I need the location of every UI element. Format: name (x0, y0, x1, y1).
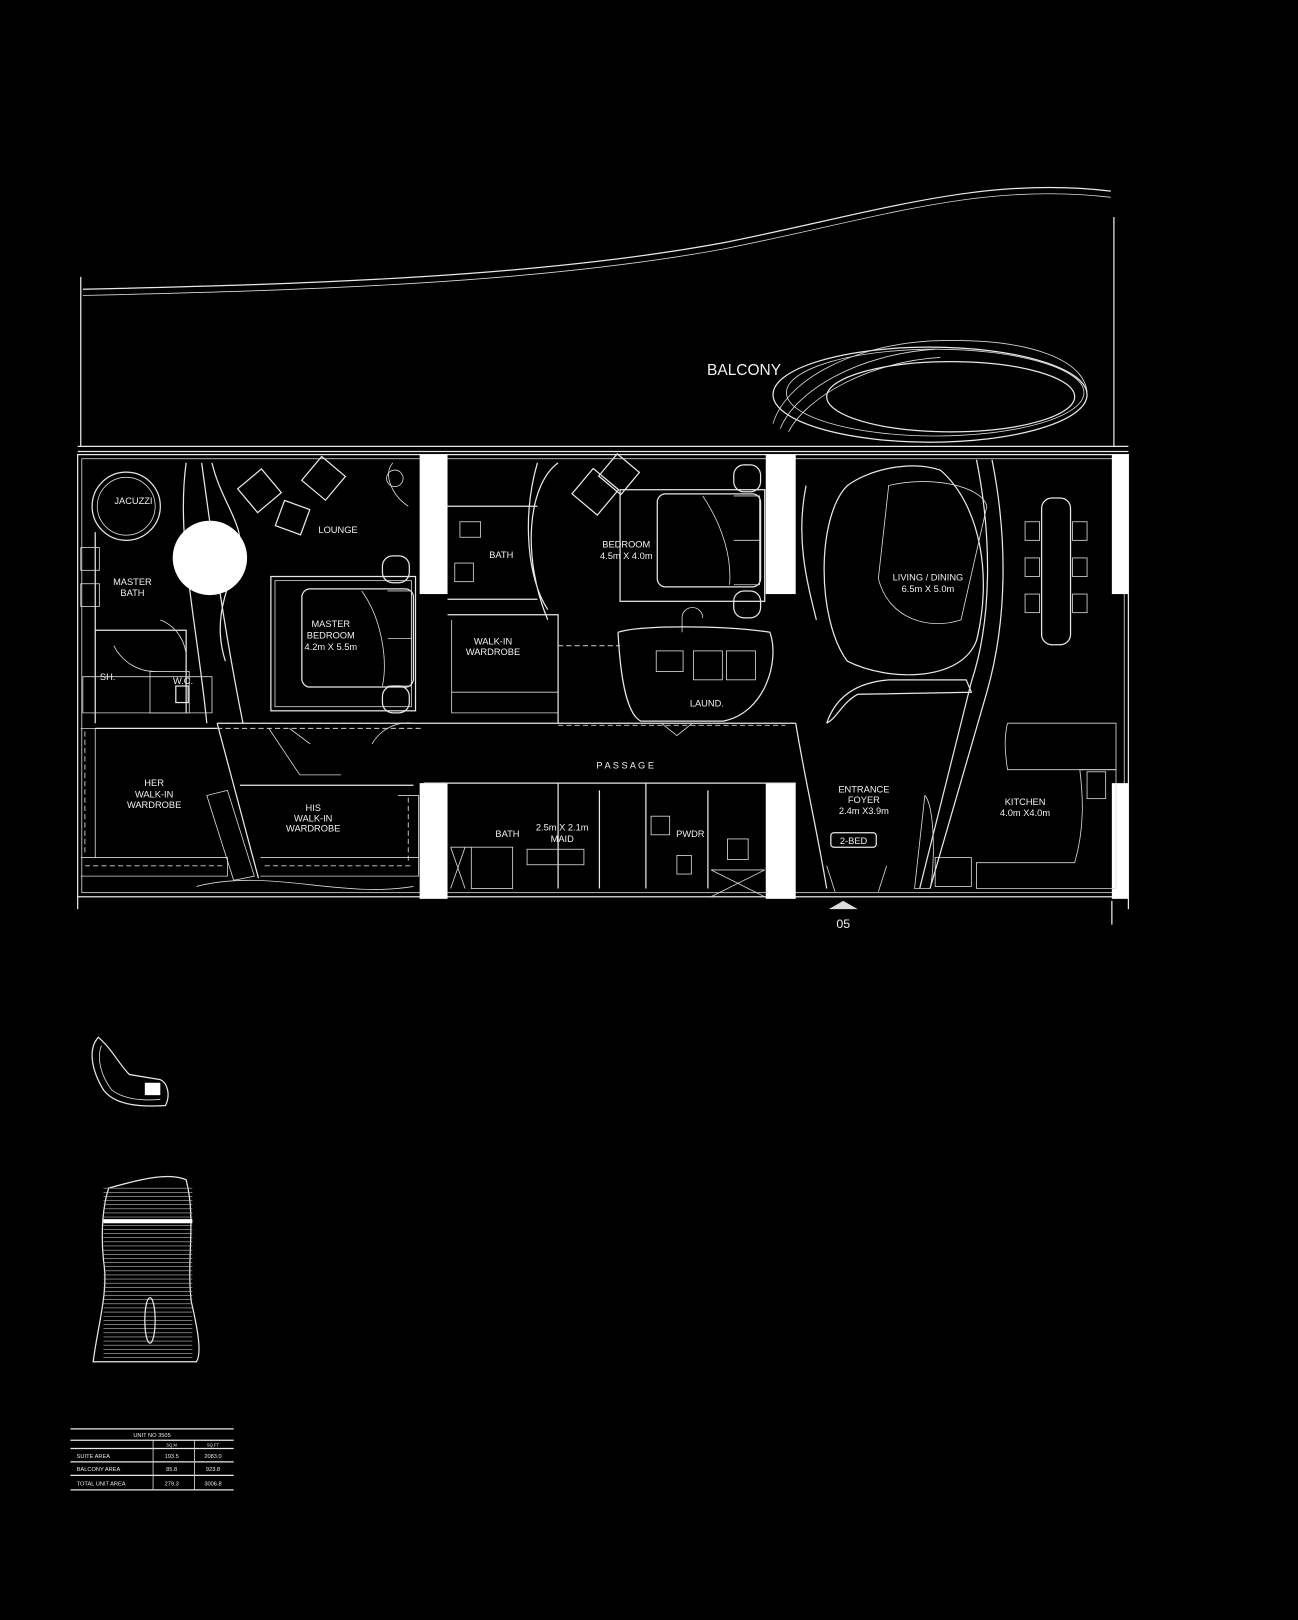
row-sqft: 3006.8 (204, 1482, 221, 1488)
kitchen-size: 4.0m X4.0m (1000, 808, 1050, 818)
bath-upper-label: BATH (489, 550, 513, 560)
master-bath-label: MASTER (113, 577, 152, 587)
wc-label: W.C. (173, 676, 193, 686)
kitchen-label: KITCHEN (1005, 797, 1046, 807)
master-bedroom-size: 4.2m X 5.5m (304, 642, 357, 652)
her-wardrobe-label: WALK-IN (135, 790, 173, 800)
maid-size: 2.5m X 2.1m (536, 823, 589, 833)
balcony-pool (772, 340, 1088, 443)
passage-walls (217, 722, 796, 784)
bath-lower-label: BATH (495, 829, 519, 839)
shower-label: SH. (100, 672, 115, 682)
master-suite-linework (80, 455, 420, 881)
bedroom-block-linework (447, 452, 774, 737)
entrance-arrow-icon (828, 900, 858, 910)
key-plan (91, 1036, 169, 1107)
column-sqft: SQ.FT (207, 1442, 220, 1447)
column-sqm: SQ.M (166, 1442, 177, 1447)
lounge-label: LOUNGE (318, 525, 357, 535)
his-wardrobe-label: WALK-IN (294, 813, 332, 823)
her-wardrobe-label: WARDROBE (127, 800, 181, 810)
entrance-marker: 05 (836, 917, 850, 931)
passage-label: P A S S A G E (596, 761, 654, 771)
unit-type-tag-box (830, 832, 877, 848)
row-label: SUITE AREA (77, 1454, 111, 1460)
row-sqm: 193.5 (165, 1454, 179, 1460)
jacuzzi-label: JACUZZI (114, 496, 152, 506)
bedroom-size: 4.5m X 4.0m (600, 551, 653, 561)
service-block-linework (450, 783, 765, 898)
his-wardrobe-label: WARDROBE (286, 824, 340, 834)
balcony-outline (77, 186, 1129, 453)
structural-columns (419, 454, 1129, 899)
entrance-foyer-label: ENTRANCE (838, 784, 889, 794)
living-dining-label: LIVING / DINING (893, 573, 964, 583)
row-label: TOTAL UNIT AREA (77, 1482, 126, 1488)
row-sqft: 2083.0 (204, 1454, 221, 1460)
her-wardrobe-label: HER (144, 778, 164, 788)
bedroom-label: BEDROOM (602, 540, 650, 550)
master-bedroom-label: MASTER (311, 619, 350, 629)
entrance-foyer-size: 2.4m X3.9m (839, 806, 889, 816)
area-table: UNIT NO 3505 SQ.M SQ.FT SUITE AREA 193.5… (70, 1428, 234, 1491)
table-row: TOTAL UNIT AREA 279.3 3006.8 (77, 1482, 222, 1488)
balcony-label: BALCONY (707, 362, 781, 379)
walkin-wardrobe-label: WALK-IN (474, 637, 512, 647)
entrance-foyer-label: FOYER (848, 795, 880, 805)
maid-label: MAID (551, 834, 575, 844)
living-kitchen-linework (795, 459, 1117, 892)
tower-elevation (92, 1175, 200, 1363)
location-marker-circle (172, 520, 248, 596)
living-dining-size: 6.5m X 5.0m (902, 584, 955, 594)
powder-label: PWDR (676, 829, 705, 839)
table-row: SUITE AREA 193.5 2083.0 (77, 1454, 222, 1460)
row-sqm: 279.3 (165, 1482, 179, 1488)
row-sqm: 85.8 (166, 1467, 177, 1473)
row-label: BALCONY AREA (77, 1467, 121, 1473)
master-bedroom-label: BEDROOM (307, 630, 355, 640)
walkin-wardrobe-label: WARDROBE (466, 647, 520, 657)
unit-type-tag: 2-BED (840, 836, 868, 846)
table-row: BALCONY AREA 85.8 923.8 (77, 1467, 220, 1473)
laundry-label: LAUND. (690, 699, 724, 709)
master-bath-label: BATH (120, 588, 144, 598)
row-sqft: 923.8 (206, 1467, 220, 1473)
area-table-title: UNIT NO 3505 (133, 1433, 170, 1439)
his-wardrobe-label: HIS (305, 803, 320, 813)
